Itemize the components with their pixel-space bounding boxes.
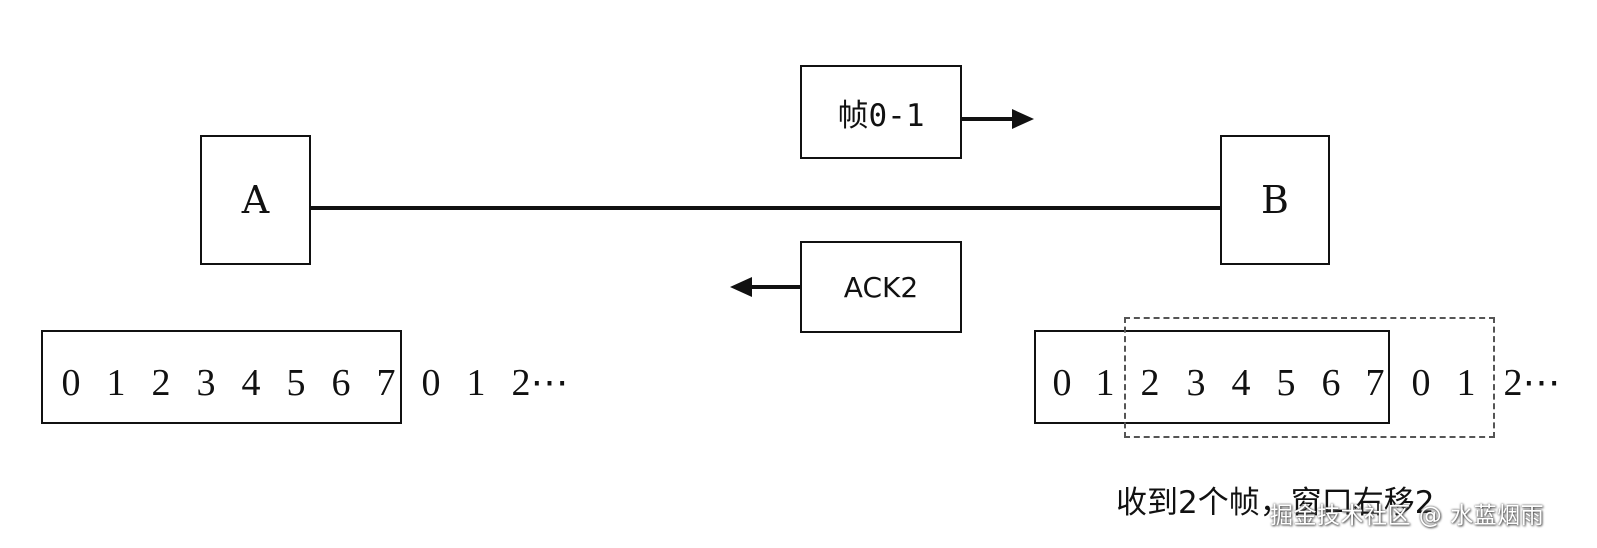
sender-seq-0: 0 <box>61 362 81 404</box>
right-arrow-icon <box>962 109 1034 129</box>
sender-seq-next-2: 2⋯ <box>511 362 569 404</box>
receiver-seq-4: 4 <box>1231 362 1251 404</box>
ack-box: ACK2 <box>800 241 962 333</box>
ack-box-label: ACK2 <box>843 270 919 304</box>
sender-seq-2: 2 <box>151 362 171 404</box>
sender-seq-3: 3 <box>196 362 216 404</box>
receiver-seq-1: 1 <box>1095 362 1115 404</box>
receiver-seq-6: 6 <box>1321 362 1341 404</box>
sender-seq-7: 7 <box>376 362 396 404</box>
receiver-seq-next-2: 2⋯ <box>1503 362 1561 404</box>
node-b-label: B <box>1261 178 1289 222</box>
watermark-text: 掘金技术社区 @ 水蓝烟雨 <box>1270 503 1545 529</box>
sender-seq-5: 5 <box>286 362 306 404</box>
receiver-seq-next-1: 1 <box>1456 362 1476 404</box>
sender-seq-next-0: 0 <box>421 362 441 404</box>
receiver-new-window-box <box>1124 317 1495 438</box>
sender-seq-next-1: 1 <box>466 362 486 404</box>
node-a-label: A <box>241 178 270 222</box>
window-shift-caption: 收到2个帧，窗口右移2 <box>1116 485 1435 521</box>
receiver-old-window-box <box>1034 330 1390 424</box>
sender-seq-6: 6 <box>331 362 351 404</box>
sender-window-box <box>41 330 402 424</box>
receiver-seq-2: 2 <box>1140 362 1160 404</box>
receiver-seq-5: 5 <box>1276 362 1296 404</box>
receiver-seq-7: 7 <box>1365 362 1385 404</box>
frame-box: 帧0-1 <box>800 65 962 159</box>
left-arrow-icon <box>730 277 800 297</box>
node-b: B <box>1220 135 1330 265</box>
sender-seq-4: 4 <box>241 362 261 404</box>
frame-box-label: 帧0-1 <box>837 97 925 134</box>
receiver-seq-next-0: 0 <box>1411 362 1431 404</box>
sender-seq-1: 1 <box>106 362 126 404</box>
link-line <box>311 206 1220 210</box>
receiver-seq-0: 0 <box>1052 362 1072 404</box>
node-a: A <box>200 135 311 265</box>
receiver-seq-3: 3 <box>1186 362 1206 404</box>
